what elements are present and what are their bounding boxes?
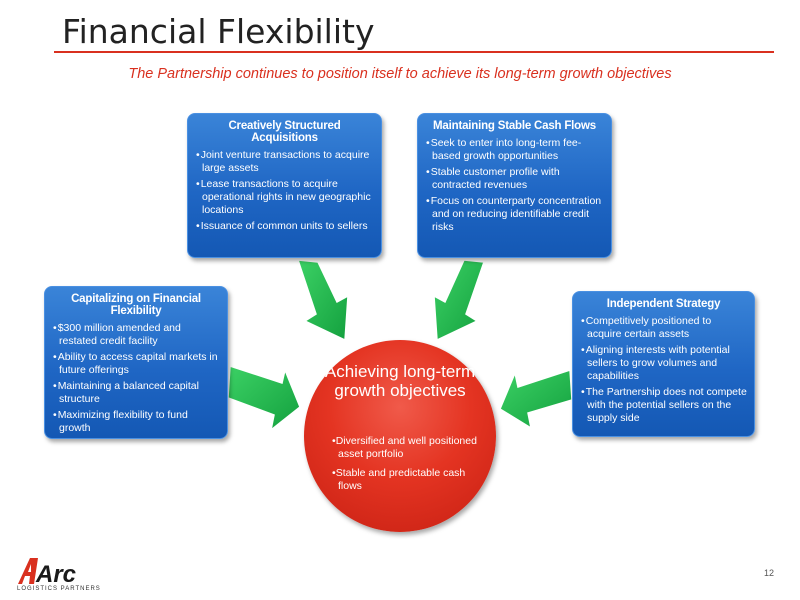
box-maintaining-stable-cash-flows: Maintaining Stable Cash Flows Seek to en…	[417, 113, 612, 258]
arrow-left-icon	[227, 364, 301, 432]
arrow-top-right-icon	[433, 259, 486, 342]
list-item: Aligning interests with potential seller…	[580, 344, 747, 383]
list-item: Maintaining a balanced capital structure	[52, 380, 220, 406]
list-item: Stable customer profile with contracted …	[425, 166, 604, 192]
list-item: Ability to access capital markets in fut…	[52, 351, 220, 377]
page-title: Financial Flexibility	[62, 12, 375, 51]
box-capitalizing-on-financial-flexibility: Capitalizing on Financial Flexibility $3…	[44, 286, 228, 439]
title-divider	[54, 51, 774, 53]
circle-title: Achieving long-term growth objectives	[324, 362, 476, 400]
box-title: Independent Strategy	[606, 298, 721, 310]
page-number: 12	[764, 568, 775, 578]
box-title: Creatively Structured Acquisitions	[228, 120, 341, 144]
arrow-right-icon	[499, 368, 573, 430]
list-item: Stable and predictable cash flows	[332, 467, 482, 493]
list-item: Issuance of common units to sellers	[195, 220, 374, 233]
list-item: Maximizing flexibility to fund growth	[52, 409, 220, 435]
arrow-top-left-icon	[296, 259, 349, 342]
list-item: $300 million amended and restated credit…	[52, 322, 220, 348]
logo-text: Arc	[35, 561, 76, 586]
list-item: Lease transactions to acquire operationa…	[195, 178, 374, 217]
list-item: The Partnership does not compete with th…	[580, 386, 747, 425]
box-creatively-structured-acquisitions: Creatively Structured Acquisitions Joint…	[187, 113, 382, 258]
list-item: Diversified and well positioned asset po…	[332, 435, 482, 461]
list-item: Focus on counterparty concentration and …	[425, 195, 604, 234]
box-title: Maintaining Stable Cash Flows	[433, 120, 596, 132]
box-title: Capitalizing on Financial Flexibility	[71, 293, 201, 317]
list-item: Seek to enter into long-term fee-based g…	[425, 137, 604, 163]
center-circle-growth-objectives: Achieving long-term growth objectives Di…	[304, 340, 496, 532]
page-subtitle: The Partnership continues to position it…	[128, 66, 672, 82]
list-item: Competitively positioned to acquire cert…	[580, 315, 747, 341]
list-item: Joint venture transactions to acquire la…	[195, 149, 374, 175]
logo-subtext: LOGISTICS PARTNERS	[17, 586, 101, 592]
box-independent-strategy: Independent Strategy Competitively posit…	[572, 291, 755, 437]
arc-logo-icon: Arc	[18, 558, 76, 586]
